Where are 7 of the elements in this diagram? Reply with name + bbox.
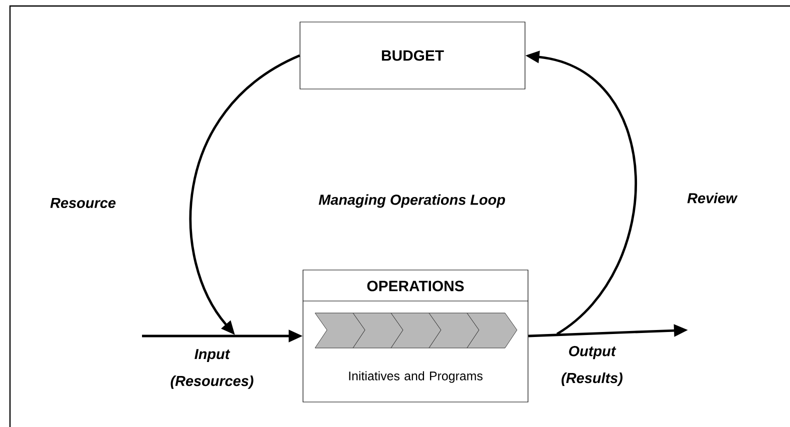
label: Review (687, 192, 738, 204)
edge-label: Output (Results) (562, 346, 622, 386)
edge-label: Input (Resources) (170, 349, 254, 389)
label: Resource (50, 198, 116, 208)
operations-box: OPERATIONS Initiatives and Programs (302, 270, 528, 402)
label: Managing Operations Loop (318, 194, 506, 208)
budget-box: BUDGET (300, 22, 526, 90)
